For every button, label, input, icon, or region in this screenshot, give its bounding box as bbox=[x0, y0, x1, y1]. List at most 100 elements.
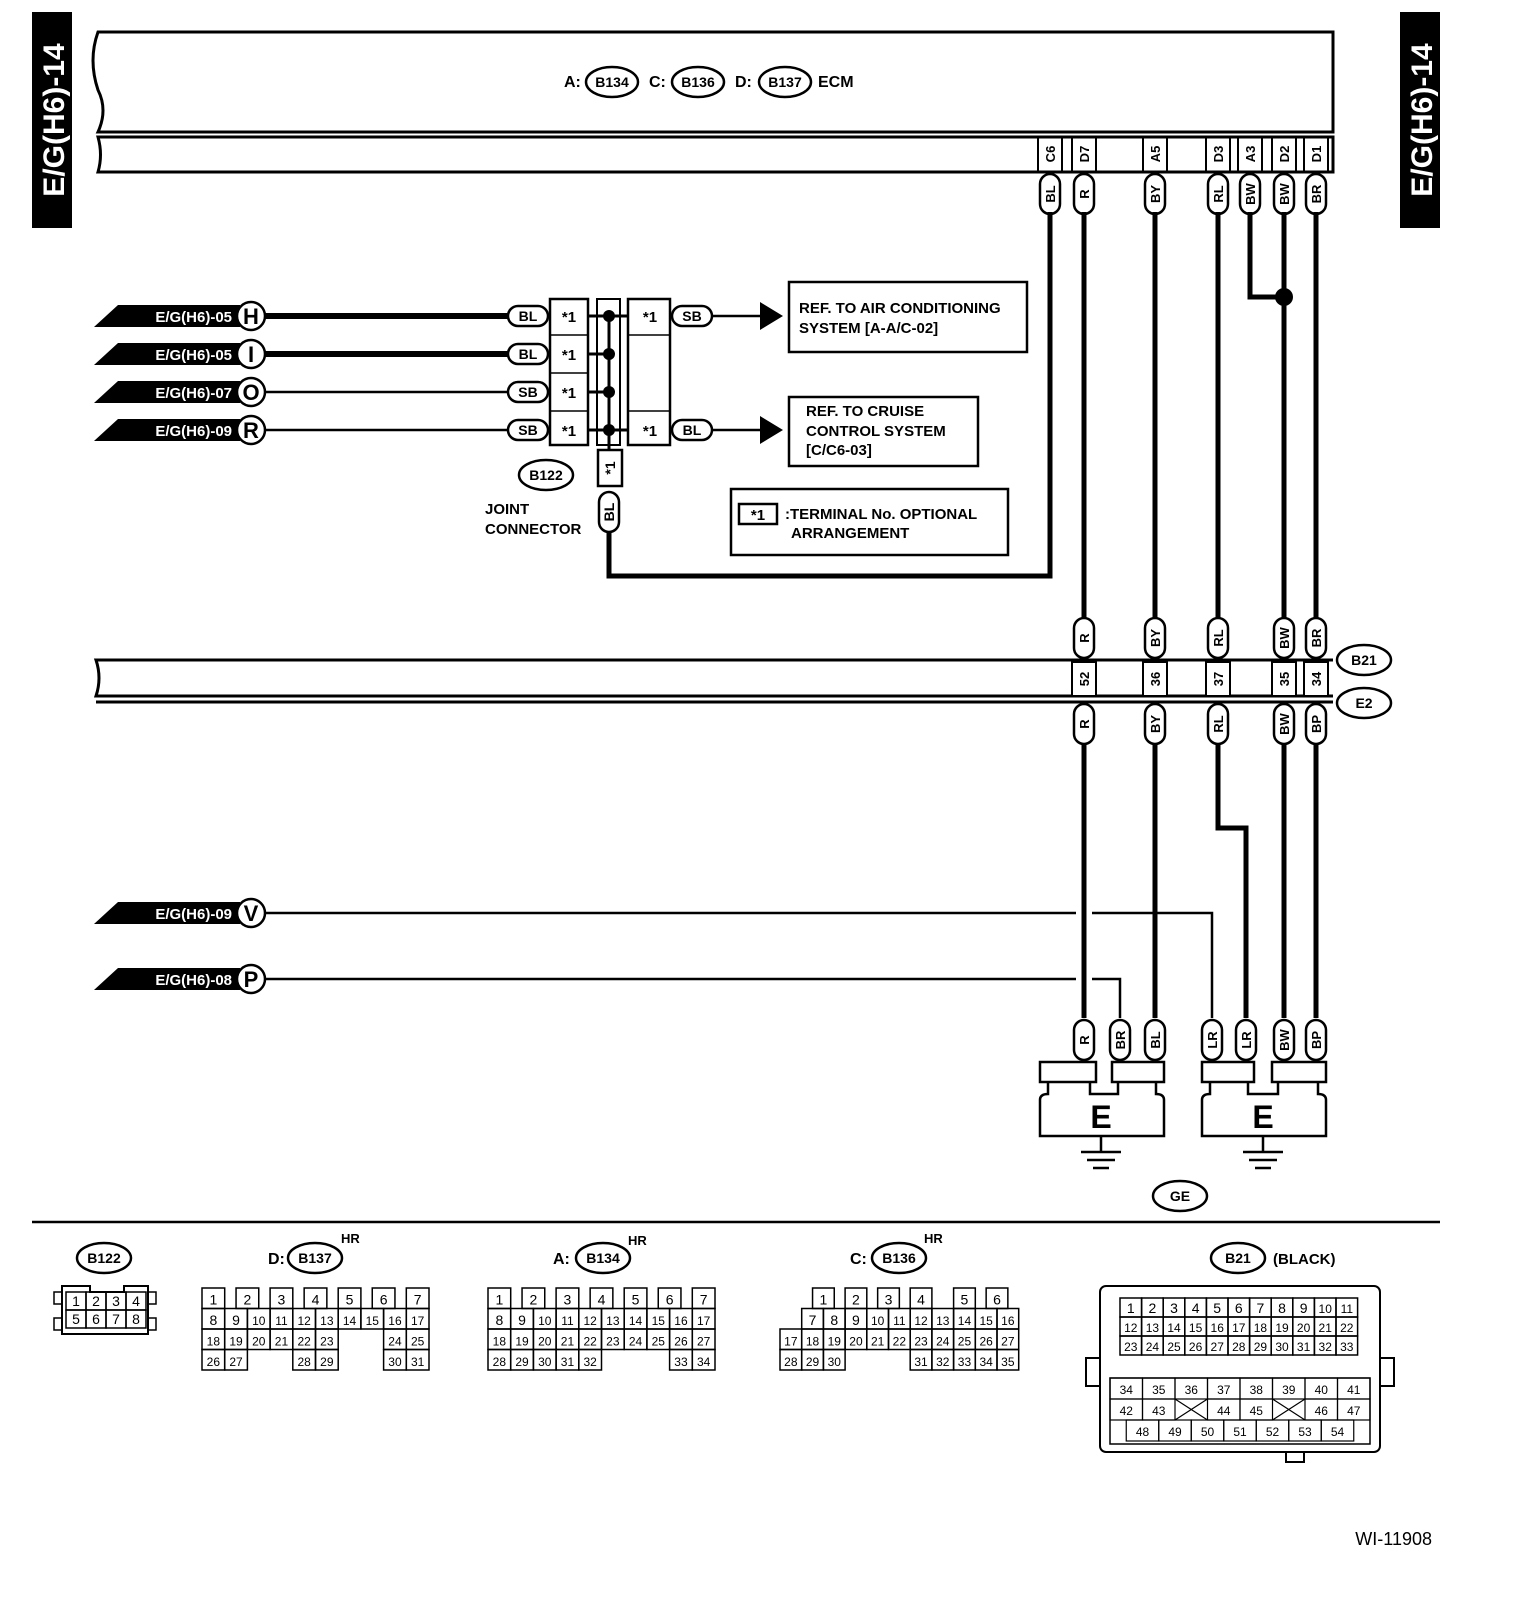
pin-number: 12 bbox=[914, 1314, 928, 1328]
pin-number: 30 bbox=[1275, 1340, 1289, 1354]
page-tab-right: E/G(H6)-14 bbox=[1400, 12, 1440, 228]
note-mark: *1 bbox=[751, 507, 765, 524]
joint-out-vertical-color: BL bbox=[601, 502, 617, 521]
pin-number: 4 bbox=[132, 1293, 140, 1309]
pin-number: 28 bbox=[784, 1355, 798, 1369]
pin-number: 18 bbox=[207, 1335, 221, 1349]
pin-number: 5 bbox=[1213, 1300, 1221, 1316]
ecm-wire-color: R bbox=[1077, 189, 1092, 199]
view-b134-prefix: A: bbox=[553, 1251, 570, 1268]
pin-number: 8 bbox=[1278, 1300, 1286, 1316]
pin-number: 31 bbox=[561, 1355, 575, 1369]
pin-number: 24 bbox=[936, 1335, 950, 1349]
pin-number: 9 bbox=[232, 1312, 240, 1328]
input-letter[interactable]: V bbox=[244, 901, 259, 926]
input-letter[interactable]: O bbox=[242, 380, 259, 405]
harness-lower-color-capsule bbox=[1143, 702, 1167, 746]
pin-number: 14 bbox=[343, 1314, 357, 1328]
pin-number: 1 bbox=[1127, 1300, 1135, 1316]
harness-pin-label: 35 bbox=[1277, 672, 1292, 686]
pin-number: 18 bbox=[1254, 1321, 1268, 1335]
joint-label-2: CONNECTOR bbox=[485, 521, 582, 538]
ecm-conn-a: B134 bbox=[595, 74, 629, 90]
pin-number: 47 bbox=[1347, 1404, 1361, 1418]
ref-cruise-line3: [C/C6-03] bbox=[806, 442, 872, 459]
pin-number: 12 bbox=[1124, 1321, 1138, 1335]
input-letter[interactable]: P bbox=[244, 967, 259, 992]
ref-box-ac: REF. TO AIR CONDITIONING SYSTEM [A-A/C-0… bbox=[787, 280, 1029, 354]
input-arrow-shape bbox=[94, 902, 240, 924]
pin-cell bbox=[405, 1348, 430, 1371]
pin-number: 4 bbox=[312, 1292, 320, 1308]
input-letter-circle bbox=[235, 376, 267, 408]
pin-number: 52 bbox=[1266, 1425, 1280, 1439]
pin-number: 14 bbox=[629, 1314, 643, 1328]
pin-number: 3 bbox=[112, 1293, 120, 1309]
ground-right-color-capsule bbox=[1234, 1018, 1258, 1062]
ground-letter-left: E bbox=[1090, 1099, 1111, 1135]
pin-number: 19 bbox=[229, 1335, 243, 1349]
pin-cell bbox=[314, 1348, 339, 1371]
pin-number: 1 bbox=[495, 1292, 503, 1308]
input-page-label: E/G(H6)-05 bbox=[155, 347, 232, 364]
input-arrow-shape bbox=[94, 419, 240, 441]
pin-number: 27 bbox=[229, 1355, 243, 1369]
pin-number: 14 bbox=[1167, 1321, 1181, 1335]
pin-number: 44 bbox=[1217, 1404, 1231, 1418]
pin-cell bbox=[1320, 1419, 1355, 1442]
view-b134-tag: HR bbox=[628, 1233, 647, 1248]
input-wire-color-capsule bbox=[506, 304, 550, 328]
ref-ac-line2: SYSTEM [A-A/C-02] bbox=[799, 320, 938, 337]
pin-number: 17 bbox=[697, 1314, 711, 1328]
pin-number: 3 bbox=[885, 1292, 893, 1308]
ecm-block: A: B134 C: B136 D: B137 ECM bbox=[91, 30, 1335, 174]
pin-number: 40 bbox=[1315, 1383, 1329, 1397]
ecm-prefix-a: A: bbox=[564, 74, 581, 91]
wires bbox=[265, 212, 1319, 1018]
pin-number: 20 bbox=[252, 1335, 266, 1349]
pin-number: 35 bbox=[1001, 1355, 1015, 1369]
pin-cell bbox=[223, 1348, 249, 1371]
pin-number: 41 bbox=[1347, 1383, 1361, 1397]
ground-left-color: BR bbox=[1113, 1030, 1128, 1049]
harness-pin-cell bbox=[1271, 661, 1297, 697]
ecm-pin-label: D2 bbox=[1277, 146, 1292, 163]
ground-right-color-capsule bbox=[1200, 1018, 1224, 1062]
pin-number: 27 bbox=[1001, 1335, 1015, 1349]
view-b137-id: B137 bbox=[298, 1250, 332, 1266]
harness-upper-color: BW bbox=[1277, 626, 1292, 648]
joint-mark-vertical: *1 bbox=[602, 461, 618, 474]
pin-number: 29 bbox=[1254, 1340, 1268, 1354]
joint-mark-5: *1 bbox=[643, 309, 657, 326]
ref-cruise-line2: CONTROL SYSTEM bbox=[806, 423, 946, 440]
ecm-pin-cell bbox=[1205, 136, 1231, 173]
pin-number: 26 bbox=[1189, 1340, 1203, 1354]
input-letter[interactable]: I bbox=[248, 342, 254, 367]
joint-mark-4: *1 bbox=[562, 423, 576, 440]
page-tab-right-text: E/G(H6)-14 bbox=[1406, 43, 1439, 197]
input-letter-circle bbox=[235, 897, 267, 929]
ground-right-color-capsule bbox=[1272, 1018, 1296, 1062]
input-letter-circle bbox=[235, 414, 267, 446]
pin-number: 23 bbox=[1124, 1340, 1138, 1354]
input-letter[interactable]: H bbox=[243, 304, 259, 329]
input-wire-color-capsule bbox=[506, 418, 550, 442]
input-letter[interactable]: R bbox=[243, 418, 259, 443]
view-b136-id: B136 bbox=[882, 1250, 916, 1266]
pin-number: 10 bbox=[252, 1314, 266, 1328]
harness-pin-label: 36 bbox=[1148, 672, 1163, 686]
pin-number: 14 bbox=[958, 1314, 972, 1328]
input-letter-circle bbox=[235, 963, 267, 995]
harness-upper-color-capsule bbox=[1272, 616, 1296, 660]
pin-number: 18 bbox=[493, 1335, 507, 1349]
pin-cell bbox=[691, 1348, 716, 1371]
ref-ac-line1: REF. TO AIR CONDITIONING bbox=[799, 300, 1001, 317]
pin-number: 28 bbox=[297, 1355, 311, 1369]
pin-number: 33 bbox=[674, 1355, 688, 1369]
pin-number: 7 bbox=[700, 1292, 708, 1308]
blank-cavity-mark bbox=[1174, 1398, 1208, 1421]
pin-number: 39 bbox=[1282, 1383, 1296, 1397]
ecm-pin-label: C6 bbox=[1043, 146, 1058, 163]
